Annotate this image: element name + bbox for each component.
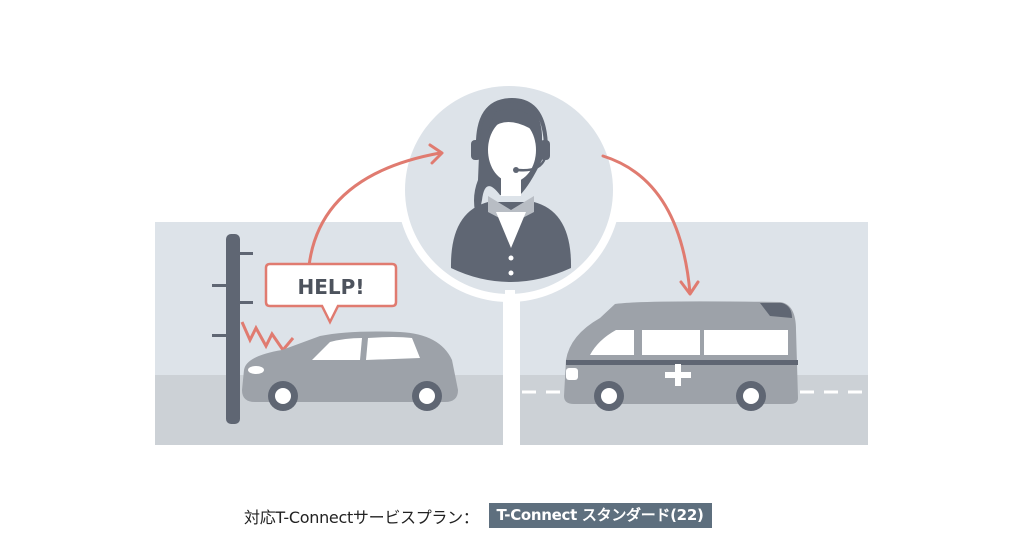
help-text: HELP!: [298, 275, 365, 299]
medical-cross-icon: [665, 364, 691, 386]
operator-with-headset-icon: [450, 97, 572, 282]
utility-pole-icon: [212, 234, 253, 424]
service-plan-label: 対応T-Connectサービスプラン：: [244, 507, 479, 527]
service-plan-caption: 対応T-Connectサービスプラン： T-Connect スタンダード(22): [244, 503, 712, 528]
plan-badge: T-Connect スタンダード(22): [488, 503, 712, 528]
arrow-to-operator-icon: [307, 143, 444, 268]
ambulance-icon: [564, 301, 798, 411]
help-speech-bubble: HELP!: [264, 262, 398, 325]
crashed-car-icon: [242, 331, 458, 411]
arrow-to-ambulance-icon: [601, 154, 700, 296]
